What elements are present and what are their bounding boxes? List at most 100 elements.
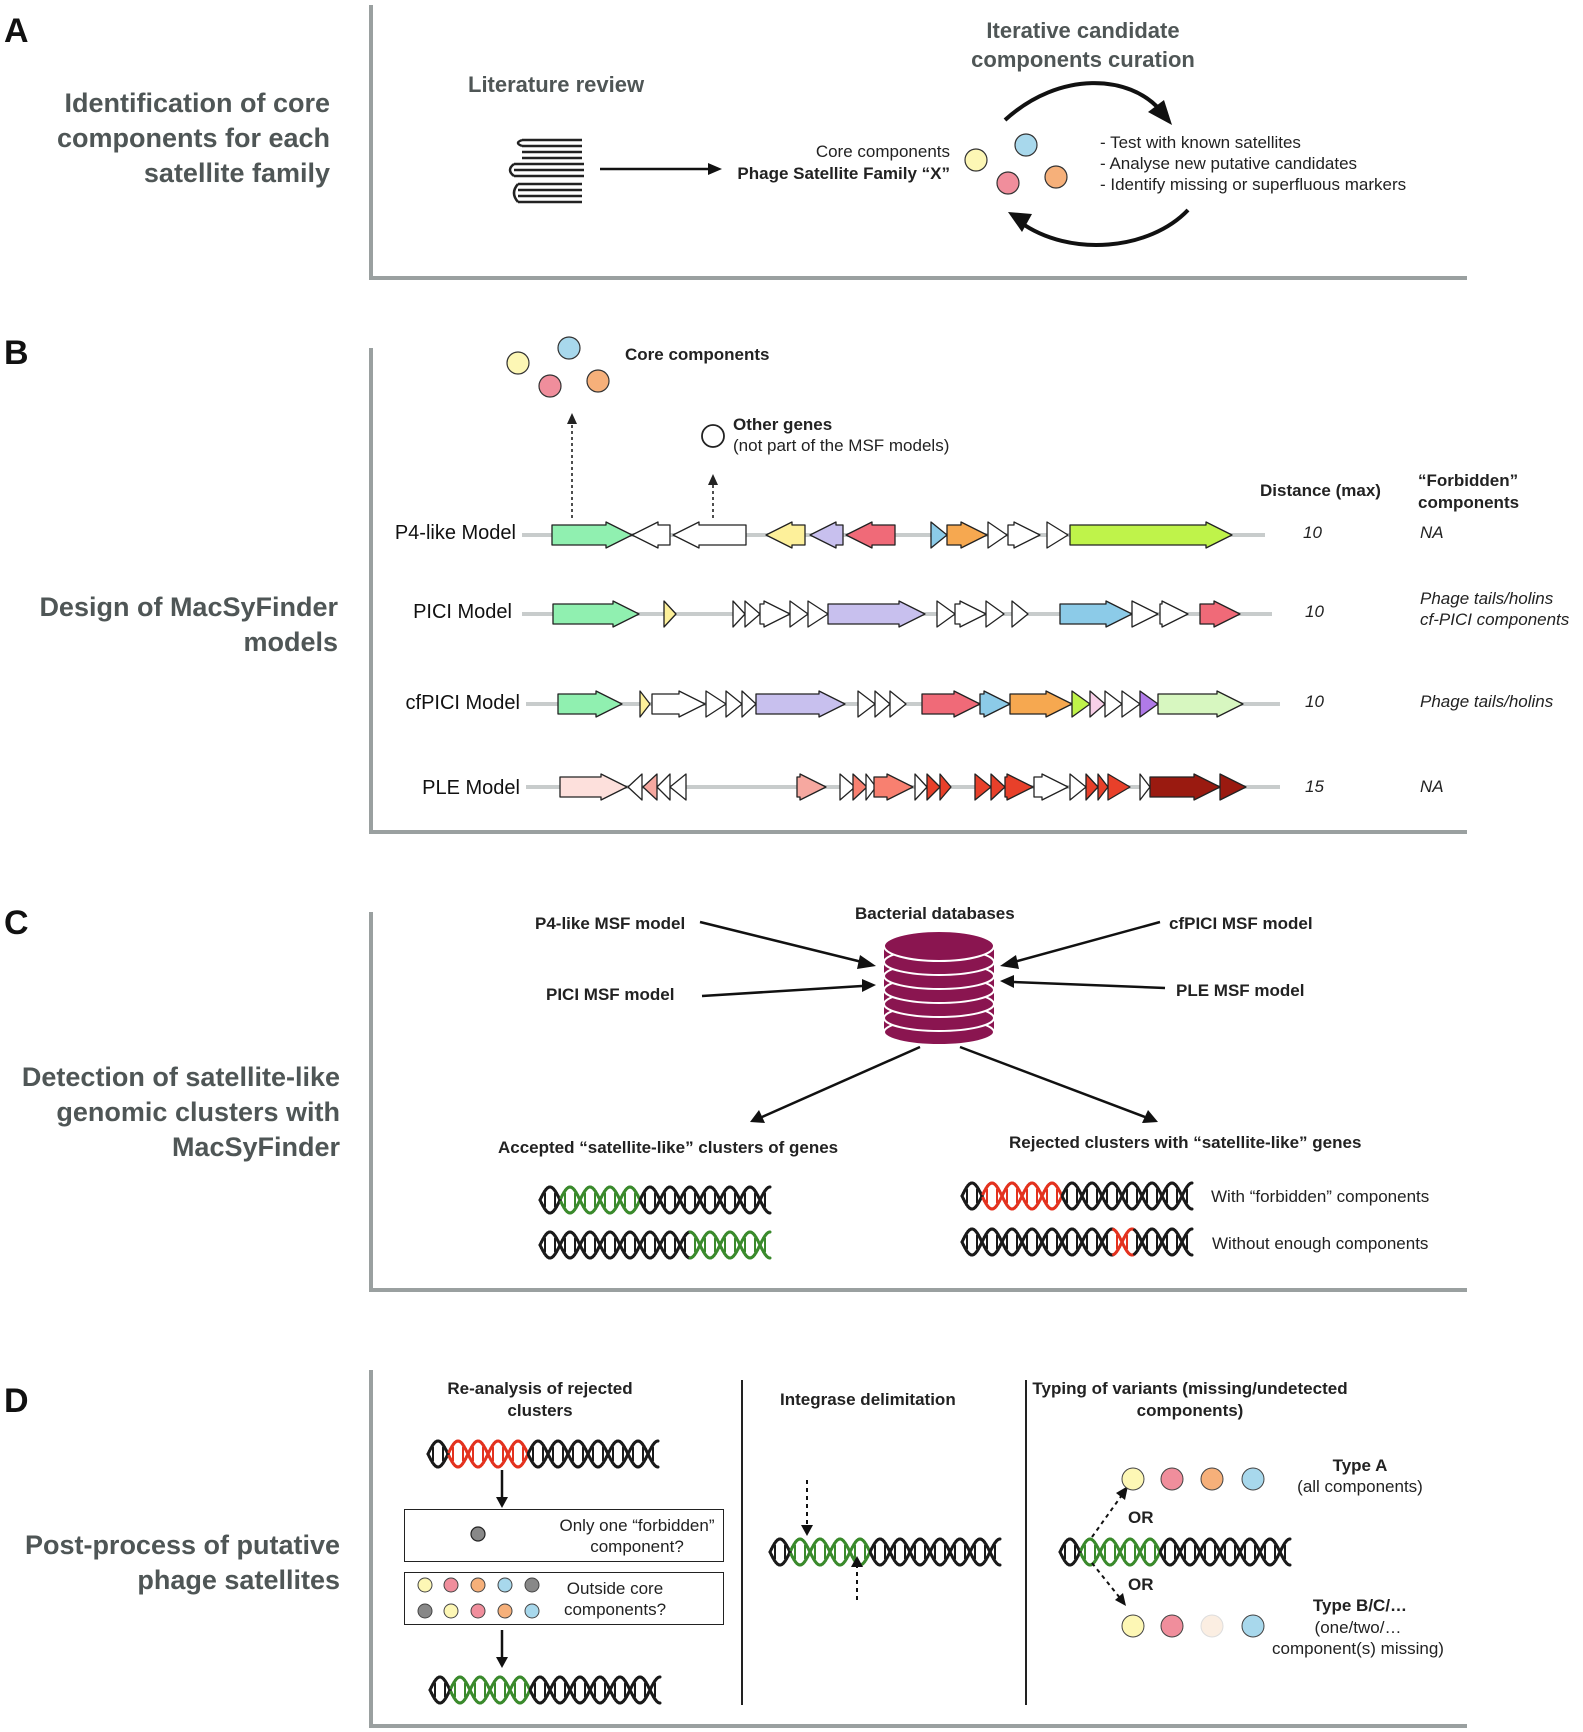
panel-a-frame-left <box>369 5 373 280</box>
panel-a-letter: A <box>4 12 29 50</box>
type-bc-dot <box>1121 1614 1145 1638</box>
gene-arrow <box>1071 690 1091 718</box>
panel-d-frame-left <box>369 1370 373 1728</box>
input-p4: P4-like MSF model <box>535 914 686 933</box>
other-genes-label: Other genes (not part of the MSF models) <box>733 414 949 456</box>
gene-arrow <box>921 690 981 718</box>
gene-arrow <box>946 521 988 549</box>
panel-c-letter: C <box>4 904 29 942</box>
outside-dot <box>417 1577 433 1593</box>
panel-c-title: Detection of satellite-like genomic clus… <box>21 1062 340 1162</box>
gene-arrow <box>930 521 948 549</box>
type-a-dot <box>1241 1467 1265 1491</box>
gene-arrow <box>741 690 757 718</box>
gene-arrow <box>1219 773 1247 801</box>
gene-arrow <box>732 600 746 628</box>
gene-arrow <box>796 773 827 801</box>
panel-c-frame-left <box>369 912 373 1292</box>
core-dot-pink <box>996 171 1020 195</box>
gene-arrow <box>1121 690 1141 718</box>
type-a-dot <box>1200 1467 1224 1491</box>
forbidden-p4: NA <box>1420 523 1444 542</box>
core-dot-blue <box>1014 133 1038 157</box>
rejected-dna-forbidden <box>960 1181 1194 1211</box>
accepted-dna-1 <box>538 1185 772 1215</box>
gene-arrow <box>889 690 907 718</box>
other-gene-dot <box>701 424 725 448</box>
gene-arrow <box>639 690 651 718</box>
gene-arrow <box>551 521 633 549</box>
type-bc-dot <box>1160 1614 1184 1638</box>
integrase-dna <box>768 1537 1002 1567</box>
database-label: Bacterial databases <box>855 904 1015 923</box>
input-pici: PICI MSF model <box>546 985 675 1004</box>
outside-dot <box>470 1577 486 1593</box>
gene-arrow <box>1007 521 1041 549</box>
gene-arrow <box>926 773 941 801</box>
gene-arrow <box>765 521 806 549</box>
curation-step-1: - Test with known satellites <box>1100 133 1301 152</box>
panel-c-frame-bottom <box>369 1288 1467 1292</box>
panel-a-title: Identification of core components for ea… <box>56 88 330 188</box>
gene-arrow <box>672 521 747 549</box>
gene-arrow <box>1085 773 1099 801</box>
gene-arrow <box>1131 600 1159 628</box>
outside-dot <box>417 1603 433 1619</box>
outside-dot <box>524 1603 540 1619</box>
gene-arrow <box>1199 600 1241 628</box>
other-genes-note: (not part of the MSF models) <box>733 436 950 455</box>
gene-arrow <box>1059 600 1133 628</box>
panel-b-frame-left <box>369 348 373 834</box>
books-icon <box>508 138 584 204</box>
gene-arrow <box>807 600 829 628</box>
gene-arrow <box>852 773 868 801</box>
model-name-p4: P4-like Model <box>394 522 516 544</box>
gene-arrow <box>755 690 846 718</box>
gene-arrow <box>669 773 687 801</box>
gene-arrow <box>559 773 628 801</box>
core-dot-pink <box>538 374 562 398</box>
curation-step-3: - Identify missing or superfluous marker… <box>1100 175 1407 194</box>
gene-arrow <box>936 600 956 628</box>
forbidden-pici-2: cf-PICI components <box>1420 610 1570 629</box>
forbidden-dot <box>470 1526 486 1542</box>
core-dot-yellow <box>964 148 988 172</box>
gene-arrow <box>857 690 876 718</box>
outside-dot <box>497 1577 513 1593</box>
gene-arrow <box>1159 600 1189 628</box>
gene-arrow <box>845 521 896 549</box>
distance-pici: 10 <box>1305 602 1324 621</box>
with-forbidden-label: With “forbidden” components <box>1211 1187 1430 1206</box>
model-name-ple: PLE Model <box>422 777 520 799</box>
forbidden-ple: NA <box>1420 777 1444 796</box>
gene-arrow <box>1046 521 1069 549</box>
forbidden-header: “Forbidden” components <box>1418 471 1520 512</box>
gene-arrow <box>725 690 743 718</box>
distance-p4: 10 <box>1303 523 1322 542</box>
gene-arrow <box>651 690 706 718</box>
accepted-dna-2 <box>538 1230 772 1260</box>
forbidden-cfpici: Phage tails/holins <box>1420 692 1554 711</box>
gene-arrow <box>987 521 1008 549</box>
curation-title: Iterative candidate components curation <box>971 18 1195 72</box>
distance-header: Distance (max) <box>1260 481 1381 500</box>
panel-b-core-components: Core components <box>625 345 770 364</box>
gene-arrow <box>1004 773 1034 801</box>
rejected-dna-without <box>960 1227 1194 1257</box>
gene-arrow <box>663 600 677 628</box>
gene-arrow <box>705 690 727 718</box>
input-cfpici: cfPICI MSF model <box>1169 914 1313 933</box>
gene-arrow <box>1139 773 1151 801</box>
gene-arrow <box>627 773 643 801</box>
type-bc-dot <box>1241 1614 1265 1638</box>
gene-arrow <box>974 773 992 801</box>
outside-dot <box>497 1603 513 1619</box>
gene-arrow <box>874 690 891 718</box>
other-genes-title: Other genes <box>733 415 833 434</box>
outside-dot <box>524 1577 540 1593</box>
outside-dot <box>443 1577 459 1593</box>
